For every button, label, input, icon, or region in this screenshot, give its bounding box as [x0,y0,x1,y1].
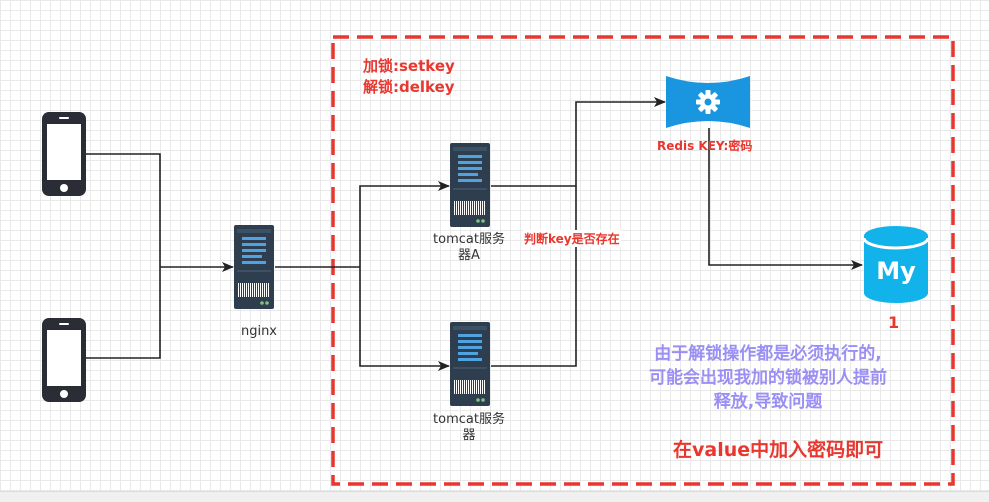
edge-label-check-key: 判断key是否存在 [523,230,621,247]
tomcat-a-label: tomcat服务 器A [419,232,519,264]
tomcat-a-server-icon [450,143,490,227]
explanation-line: 释放,导致问题 [713,392,823,412]
lock-note-line: 加锁:setkey [363,57,455,75]
edge-to-tomcat-b [359,267,450,371]
explanation-note: 由于解锁操作都是必须执行的, 可能会出现我加的锁被别人提前 释放,导致问题 [608,342,928,414]
phone-icon [42,112,86,196]
nginx-server-icon [234,225,274,309]
label-line: 器 [462,428,476,443]
phone-icon [42,318,86,402]
label-line: tomcat服务 [433,232,505,247]
redis-gear-icon [666,76,750,128]
tomcat-b-server-icon [450,322,490,406]
edge-tomcat-a-to-redis [491,97,666,187]
redis-label: Redis KEY:密码 [657,139,753,153]
lock-note: 加锁:setkey 解锁:delkey [363,56,455,98]
label-line: tomcat服务 [433,412,505,427]
solution-note: 在value中加入密码即可 [673,439,884,461]
explanation-line: 由于解锁操作都是必须执行的, [654,344,882,364]
bottom-scrollbar[interactable] [0,491,989,502]
tomcat-b-label: tomcat服务 器 [419,412,519,444]
svg-text:My: My [876,257,916,285]
edge-phone-bottom [86,267,161,359]
lock-note-line: 解锁:delkey [363,78,455,96]
edge-to-tomcat-a [359,181,450,267]
explanation-line: 可能会出现我加的锁被别人提前 [649,368,887,388]
cluster-boundary [331,35,955,486]
mysql-database-icon: My [862,226,930,303]
label-line: 器A [458,248,480,263]
edge-redis-to-mysql [708,128,863,270]
edge-tomcat-b-to-redis [491,186,577,367]
edge-phone-top [86,153,161,267]
mysql-label: 1 [888,313,900,332]
nginx-label: nginx [240,324,278,339]
